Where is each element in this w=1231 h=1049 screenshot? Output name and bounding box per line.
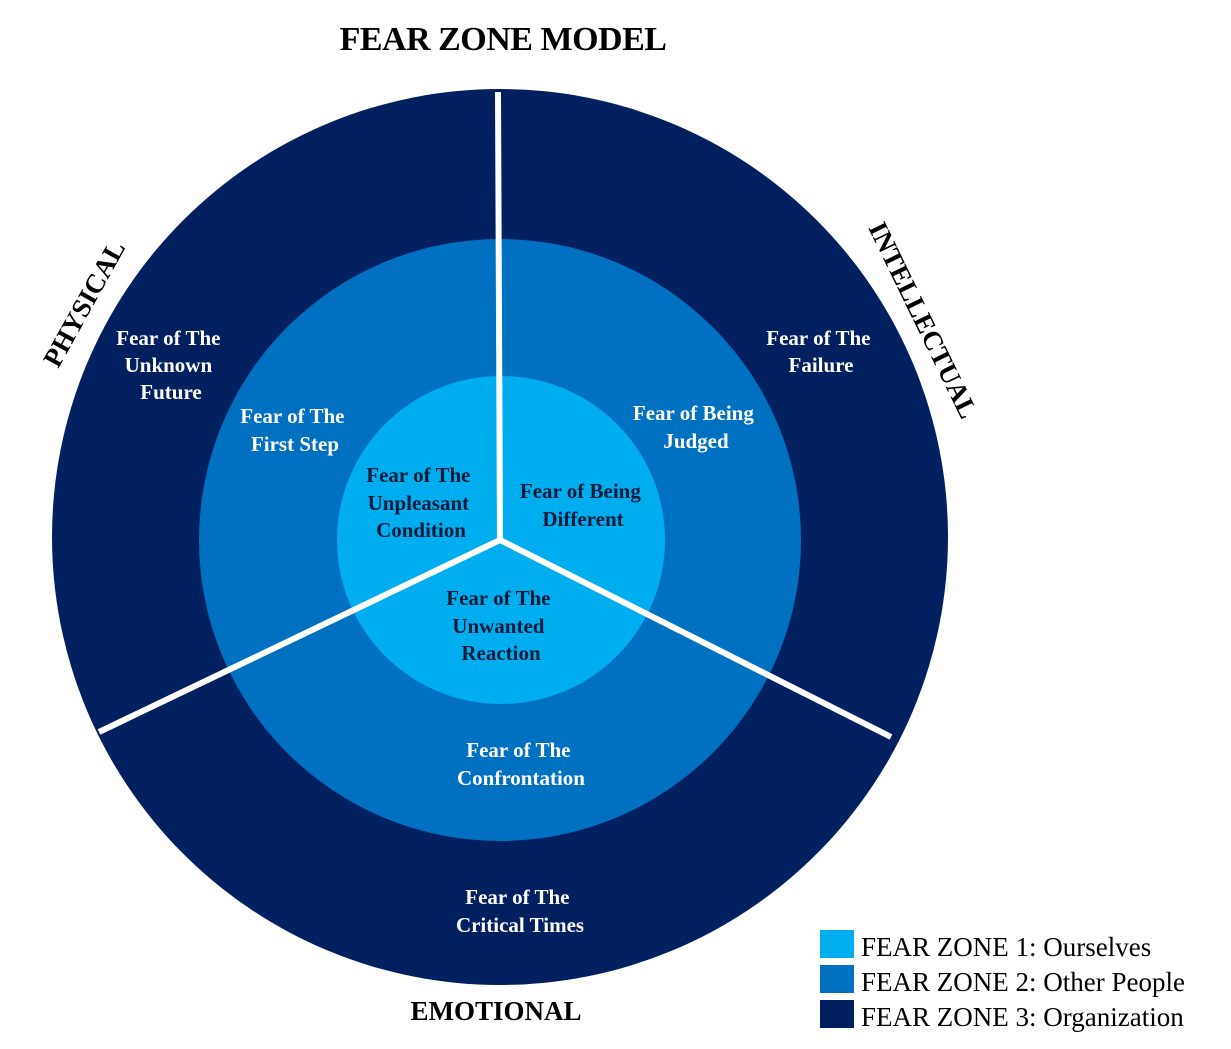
fear-label-unknown-future: Fear of The Unknown Future — [116, 326, 225, 404]
diagram-title: FEAR ZONE MODEL — [340, 21, 667, 58]
fear-label-unpleasant-condition: Fear of The Unpleasant Condition — [366, 463, 475, 542]
fear-label-critical-times: Fear of The Critical Times — [456, 885, 584, 937]
segment-label-emotional: EMOTIONAL — [410, 996, 581, 1026]
fear-label-failure: Fear of The Failure — [766, 326, 875, 377]
legend: FEAR ZONE 1: Ourselves FEAR ZONE 2: Othe… — [820, 930, 1185, 1032]
divider-top — [495, 91, 503, 541]
legend-item-zone3: FEAR ZONE 3: Organization — [820, 1000, 1184, 1032]
legend-item-zone2: FEAR ZONE 2: Other People — [820, 965, 1185, 997]
divider-left — [97, 537, 502, 735]
legend-swatch-zone3 — [820, 1000, 854, 1028]
legend-label-zone2: FEAR ZONE 2: Other People — [861, 967, 1185, 997]
legend-label-zone3: FEAR ZONE 3: Organization — [861, 1002, 1184, 1032]
legend-swatch-zone2 — [820, 965, 854, 993]
divider-right — [498, 537, 893, 740]
fear-label-being-judged: Fear of Being Judged — [633, 401, 759, 453]
fear-label-first-step: Fear of The First Step — [240, 404, 349, 456]
fear-label-being-different: Fear of Being Different — [520, 479, 646, 531]
legend-swatch-zone1 — [820, 930, 854, 958]
fear-label-confrontation: Fear of The Confrontation — [457, 738, 585, 790]
legend-item-zone1: FEAR ZONE 1: Ourselves — [820, 930, 1151, 962]
fear-label-unwanted-reaction: Fear of The Unwanted Reaction — [446, 586, 555, 665]
segment-dividers — [97, 91, 893, 740]
legend-label-zone1: FEAR ZONE 1: Ourselves — [861, 932, 1151, 962]
